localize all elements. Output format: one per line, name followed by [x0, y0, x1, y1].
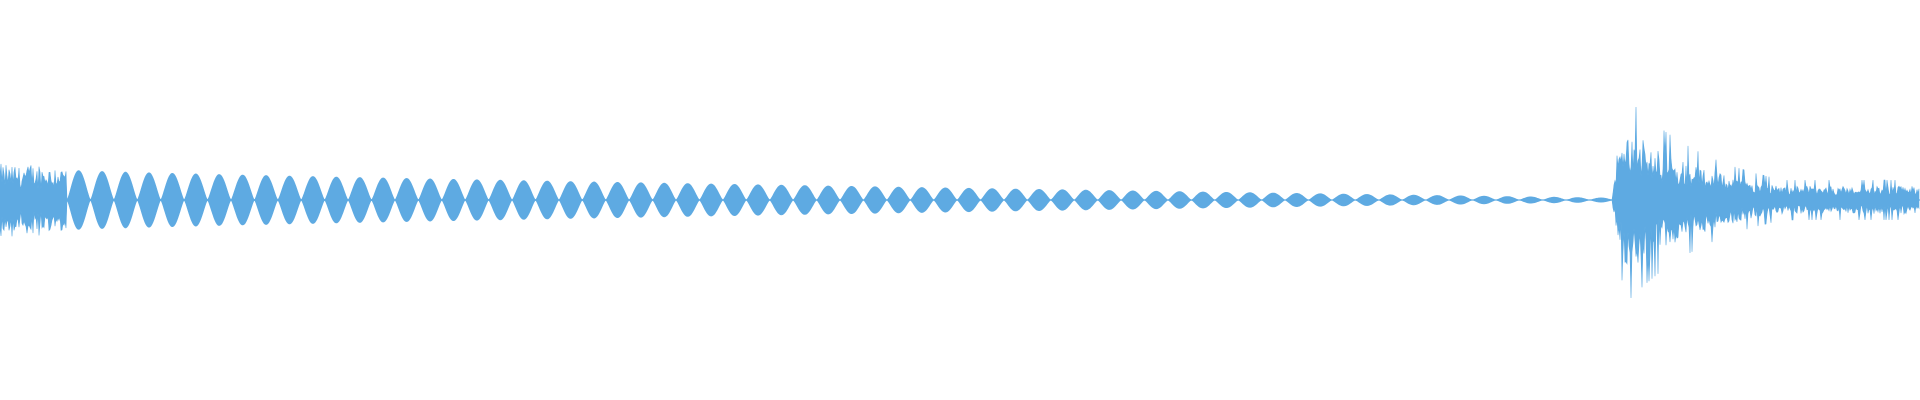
waveform-envelope [0, 106, 1920, 299]
waveform-shape [0, 106, 1920, 299]
